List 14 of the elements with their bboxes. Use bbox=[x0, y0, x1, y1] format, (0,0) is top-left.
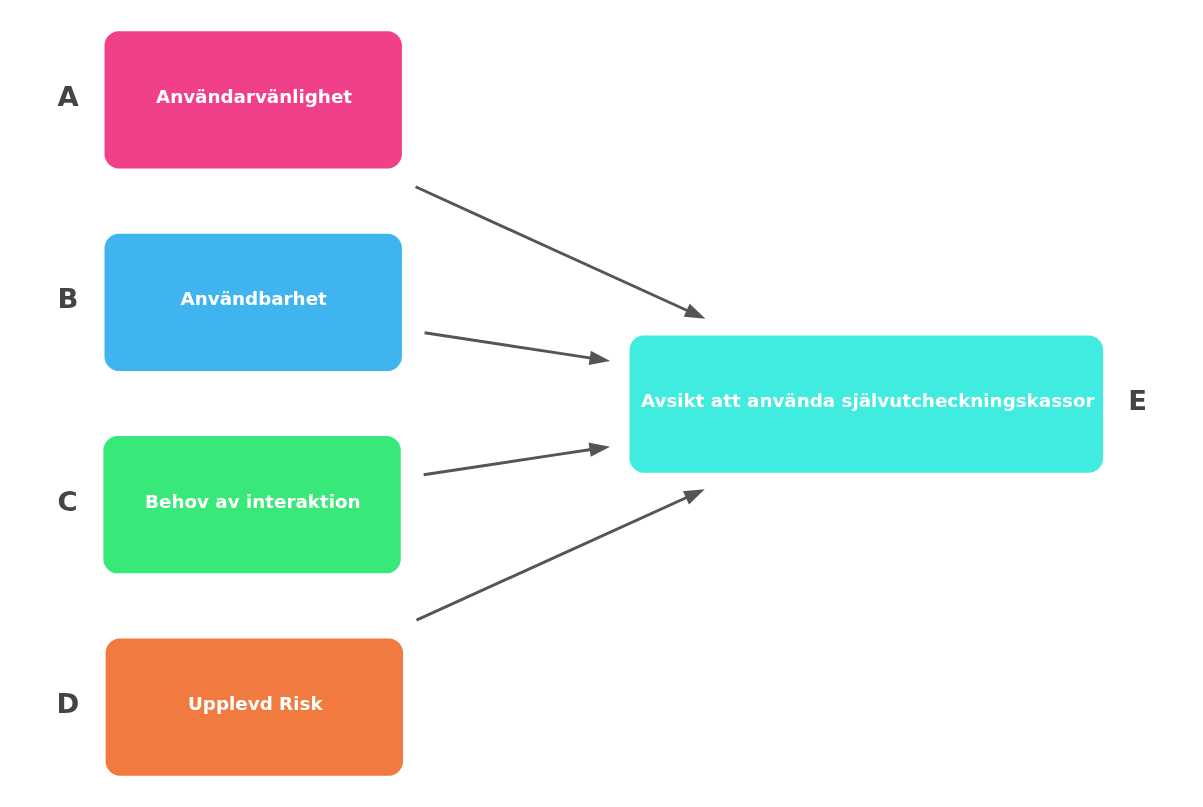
node-label: D bbox=[56, 688, 80, 720]
node-label: B bbox=[57, 283, 79, 315]
arrow bbox=[415, 185, 706, 319]
arrow bbox=[424, 331, 611, 366]
node-box: Avsikt att använda självutcheckningskassor bbox=[629, 335, 1104, 473]
node-label: E bbox=[1128, 385, 1147, 417]
node-box: Upplevd Risk bbox=[105, 638, 404, 776]
node-box: Användarvänlighet bbox=[104, 31, 402, 169]
node-label: C bbox=[57, 485, 78, 517]
arrow bbox=[415, 489, 705, 622]
node-label: A bbox=[57, 80, 79, 112]
node-box: Behov av interaktion bbox=[103, 436, 401, 574]
node-box: Användbarhet bbox=[104, 233, 402, 371]
arrow bbox=[423, 442, 611, 477]
